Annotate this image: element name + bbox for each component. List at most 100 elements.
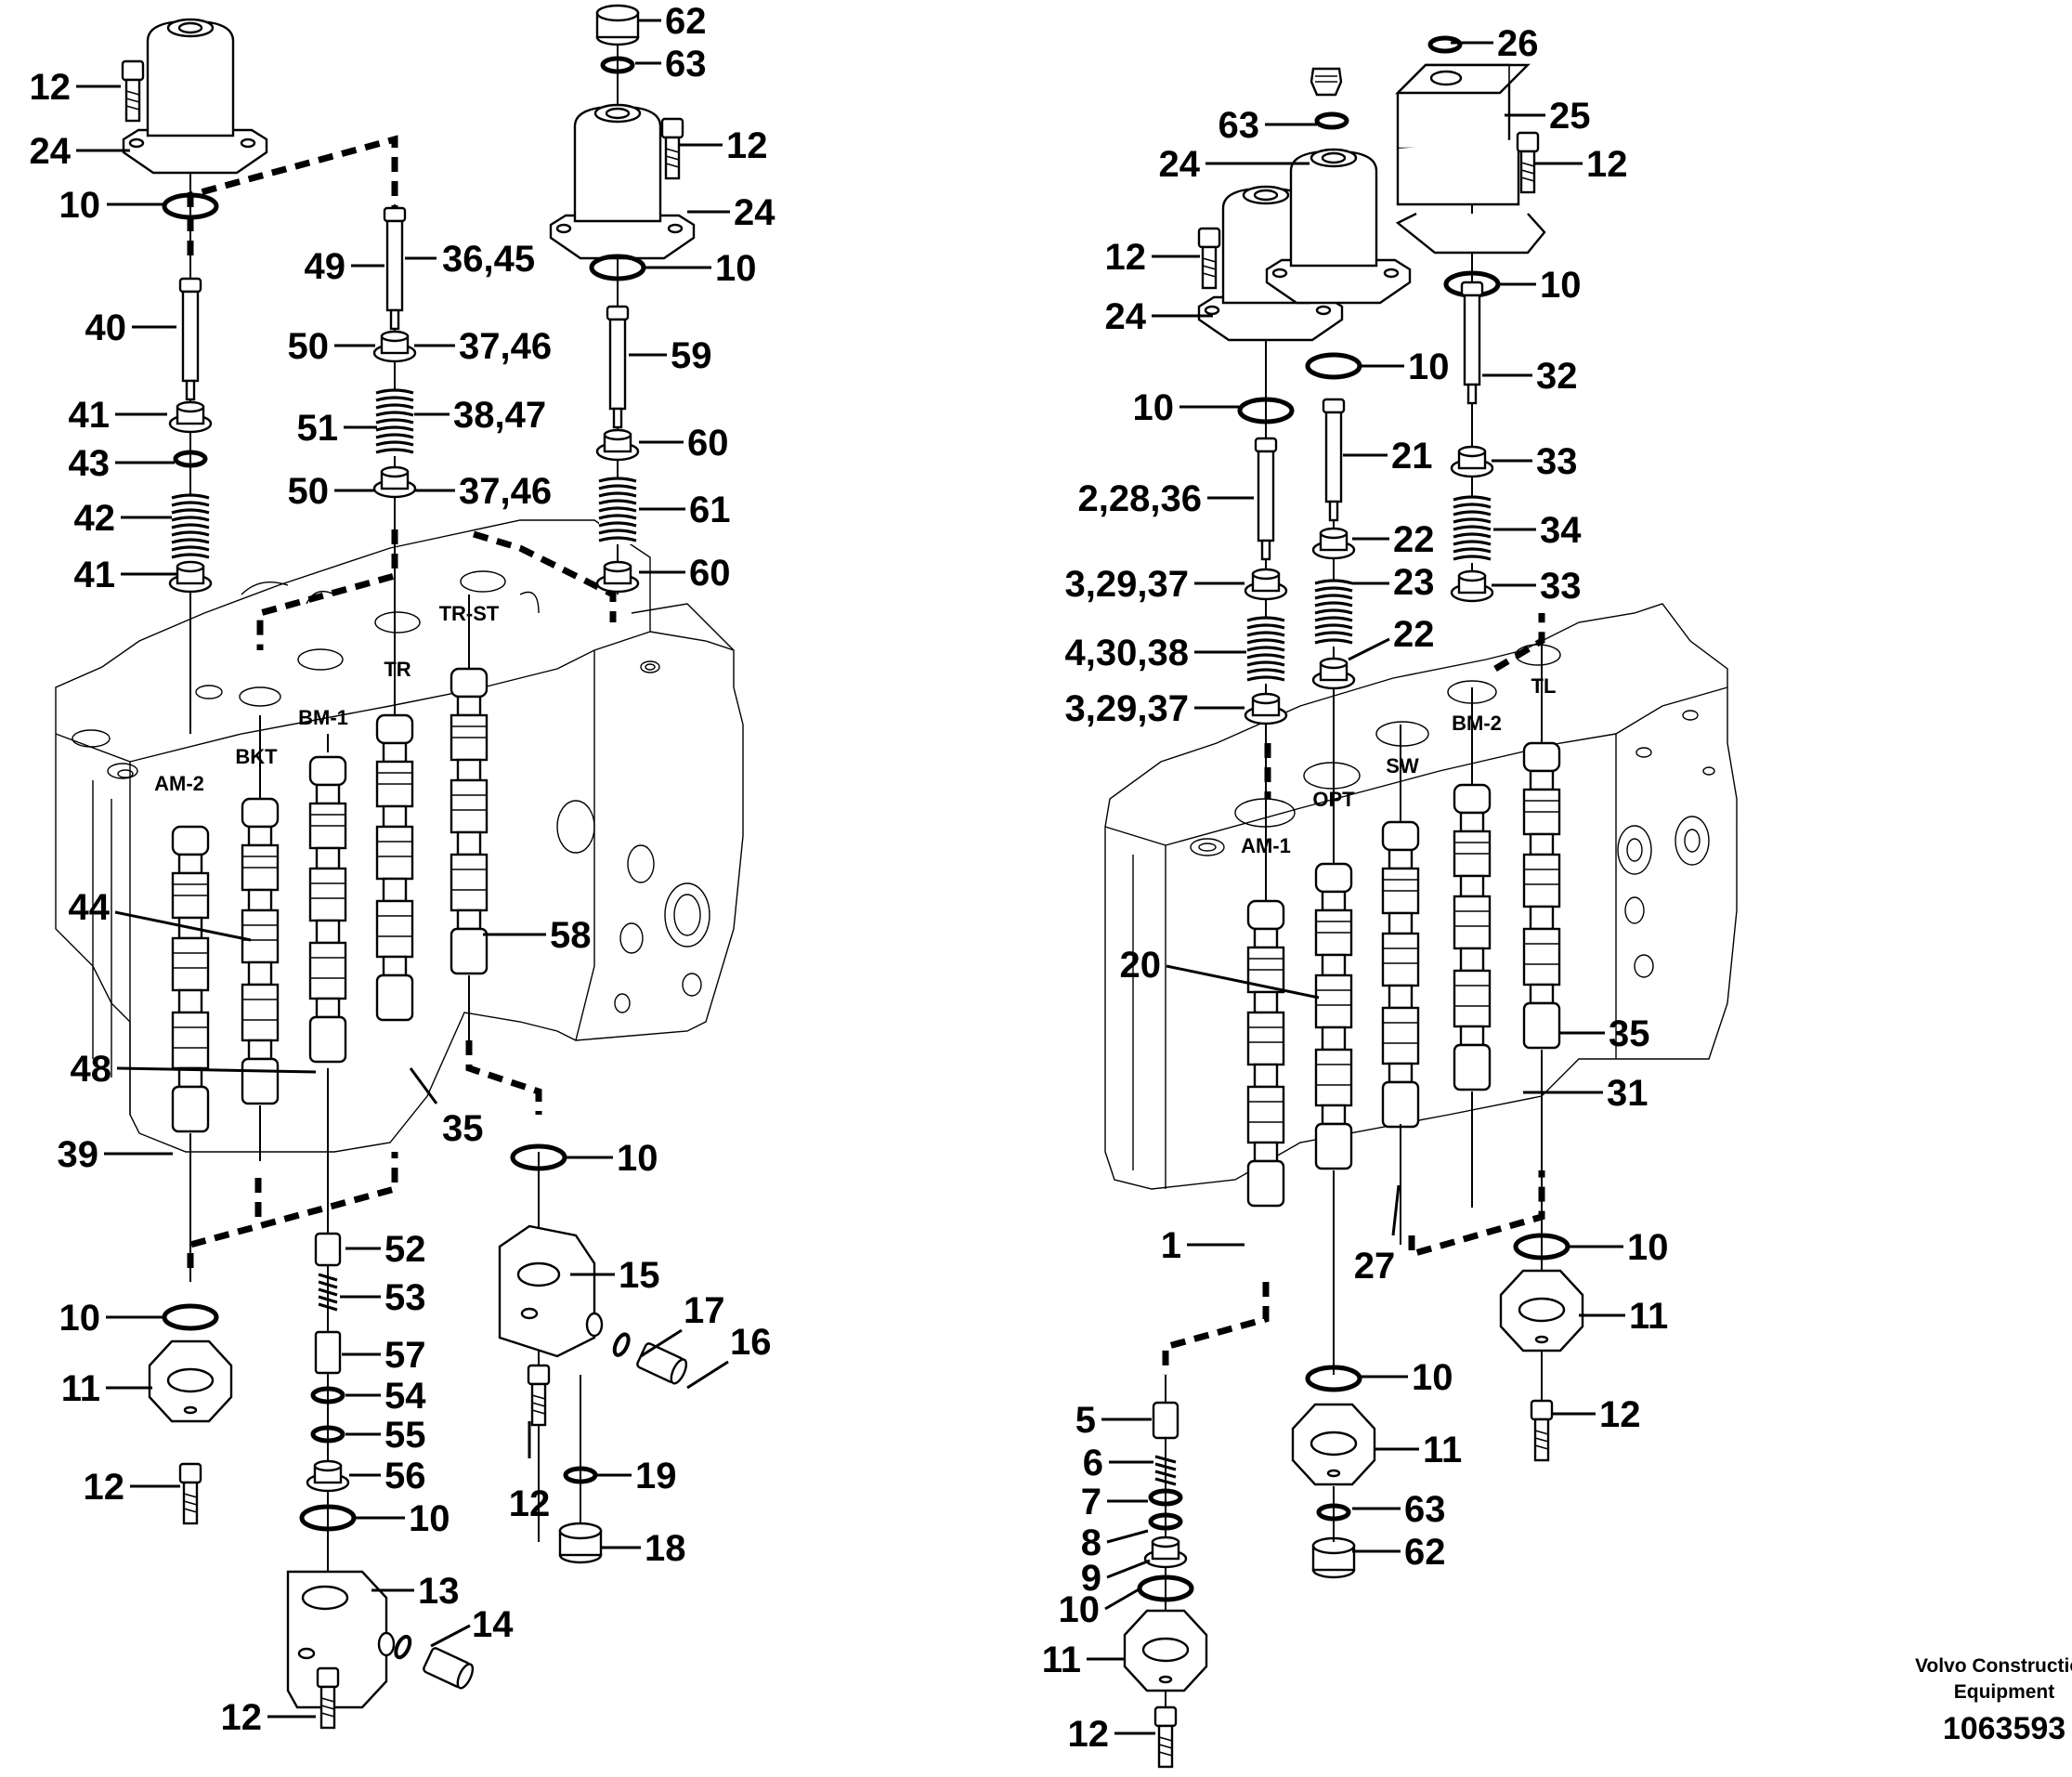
callout-10: 10 [59,185,101,226]
callout-48: 48 [71,1049,112,1090]
callout-63: 63 [1404,1489,1446,1530]
callout-3-29-37: 3,29,37 [1065,564,1189,605]
callout-12: 12 [726,125,768,166]
callout-11: 11 [1042,1640,1081,1680]
callout-14: 14 [472,1604,514,1645]
callout-49: 49 [305,246,346,287]
callout-54: 54 [384,1376,426,1417]
callout-10: 10 [1059,1589,1101,1630]
spool-label-bm1: BM-1 [298,706,348,729]
callout-12: 12 [1068,1714,1110,1755]
spool-label-tr-st: TR-ST [439,602,500,625]
callout-63: 63 [665,44,707,85]
callout-62: 62 [665,1,707,42]
callout-53: 53 [384,1277,426,1318]
spool-label-bm2: BM-2 [1452,712,1502,735]
callout-63: 63 [1218,105,1260,146]
spool-am2 [171,825,210,1133]
callout-38-47: 38,47 [453,395,546,436]
callout-5: 5 [1075,1400,1096,1441]
footer-line-1: Volvo Construction [1915,1655,2072,1677]
callout-24: 24 [1105,296,1147,337]
callout-33: 33 [1540,566,1582,607]
callout-22: 22 [1393,614,1435,655]
callout-10: 10 [1627,1227,1669,1268]
callout-36-45: 36,45 [442,239,535,280]
callout-21: 21 [1391,436,1433,477]
spool-label-am1: AM-1 [1241,834,1291,857]
left-spring-stack-2 [372,204,417,576]
callout-12: 12 [1105,237,1147,278]
callout-3-29-37: 3,29,37 [1065,688,1189,729]
callout-10: 10 [1133,387,1175,428]
spool-label-bkt: BKT [235,745,278,768]
callout-2-28-36: 2,28,36 [1078,478,1202,519]
left-solenoid-stack-3 [549,4,696,595]
right-bottom-opt-cover [1291,1367,1376,1579]
left-spool-labels: AM-2 BKT BM-1 TR TR-ST [154,602,500,795]
right-solenoid-stack-opt [1265,67,1412,690]
callout-41: 41 [69,395,111,436]
callout-13: 13 [418,1571,460,1612]
right-solenoid-stack-am1 [1197,185,1344,762]
callout-22: 22 [1393,519,1435,560]
callout-57: 57 [384,1335,426,1376]
drawing-number: 1063593 [1943,1711,2065,1746]
callout-12: 12 [221,1697,263,1738]
callout-40: 40 [85,307,127,348]
callout-18: 18 [645,1528,686,1569]
callout-32: 32 [1536,356,1578,397]
callout-7: 7 [1081,1482,1101,1522]
callout-62: 62 [1404,1532,1446,1573]
callout-16: 16 [730,1322,772,1363]
callout-4-30-38: 4,30,38 [1065,633,1189,673]
spool-label-tr: TR [384,658,410,681]
spool-label-sw: SW [1386,754,1419,777]
callout-37-46: 37,46 [459,326,552,367]
callout-51: 51 [297,408,339,449]
left-bottom-tr-st-stack [498,1146,688,1564]
callout-33: 33 [1536,441,1578,482]
left-bottom-bm1-stack [286,1226,475,1730]
right-solenoid-stack-tl [1395,38,1546,603]
callout-20: 20 [1120,945,1162,986]
spool-sw [1381,820,1420,1129]
callout-10: 10 [1408,346,1450,387]
callout-10: 10 [59,1298,101,1339]
callout-41: 41 [74,555,116,595]
right-spool-labels: AM-1 OPT SW BM-2 TL [1241,674,1556,857]
callout-10: 10 [409,1498,450,1539]
callout-6: 6 [1083,1443,1103,1483]
spool-am1 [1246,899,1285,1208]
callout-12: 12 [30,67,72,108]
callout-42: 42 [74,498,116,539]
callout-9: 9 [1081,1558,1101,1599]
callout-19: 19 [635,1456,677,1496]
callout-12: 12 [84,1467,125,1508]
callout-1: 1 [1161,1225,1181,1266]
callout-10: 10 [1540,265,1582,306]
callout-58: 58 [550,915,592,956]
spool-bkt [241,797,280,1105]
callout-34: 34 [1540,510,1582,551]
footer-credit: Volvo Construction Equipment 1063593 [1915,1655,2072,1746]
callout-17: 17 [684,1290,725,1331]
callout-15: 15 [619,1255,660,1296]
footer-line-2: Equipment [1954,1681,2055,1703]
callout-25: 25 [1549,96,1591,137]
callout-52: 52 [384,1229,426,1270]
callout-10: 10 [715,248,757,289]
callout-27: 27 [1354,1246,1396,1287]
callout-60: 60 [687,423,729,464]
spool-tr [375,713,414,1022]
spool-label-tl: TL [1531,674,1557,698]
callout-23: 23 [1393,562,1435,603]
left-valve-body [55,519,744,1153]
callout-labels: 12 24 10 40 41 43 42 41 49 36,45 50 37,4… [30,1,1669,1755]
callout-24: 24 [734,192,775,233]
spool-label-am2: AM-2 [154,772,204,795]
callout-11: 11 [1423,1430,1462,1470]
left-spools [171,529,489,1282]
spool-opt [1314,862,1353,1170]
